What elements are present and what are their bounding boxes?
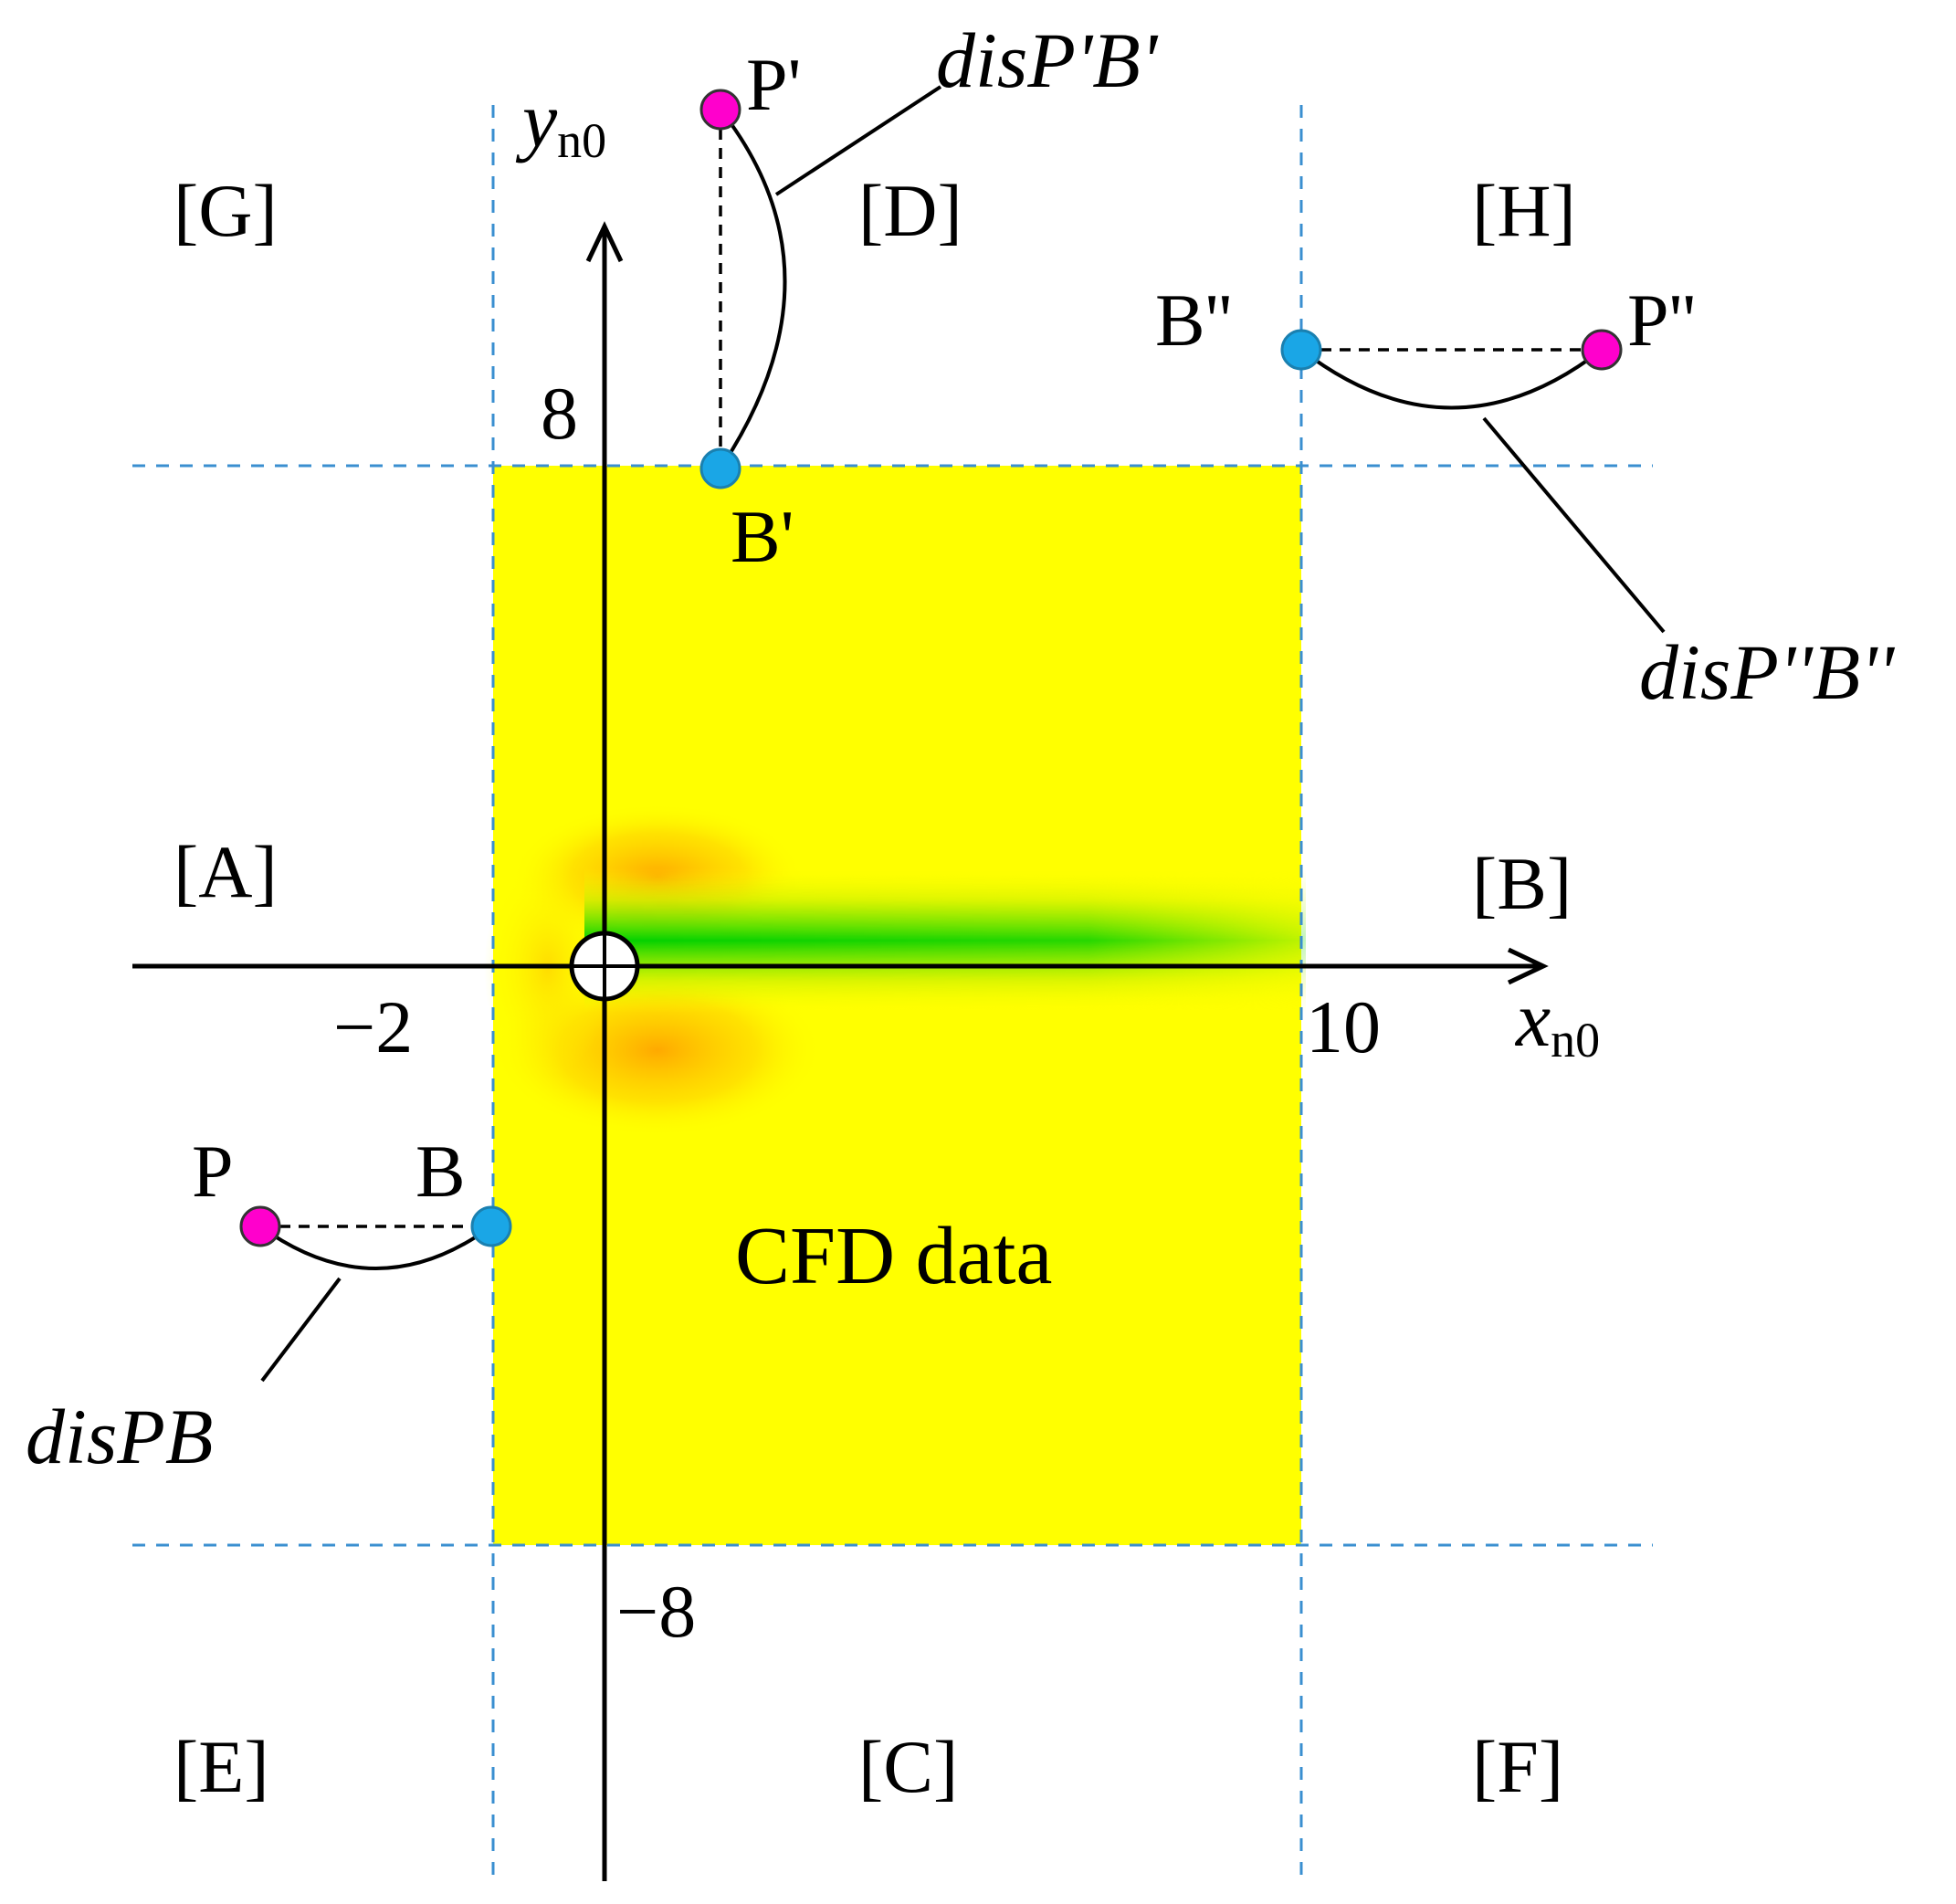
distance-arc-P1B1 <box>719 108 787 470</box>
distance-label-P2B2: disP''B'' <box>1639 628 1896 716</box>
y-axis-label: yn0 <box>515 76 606 168</box>
point-P1 <box>699 89 741 131</box>
region-label-A: [A] <box>174 830 278 913</box>
domain-boundary-lines <box>132 105 1653 1881</box>
region-label-F: [F] <box>1472 1725 1563 1808</box>
point-B2 <box>1280 329 1322 371</box>
region-label-E: [E] <box>174 1725 269 1808</box>
distance-arc-PB <box>258 1225 493 1270</box>
point-B1 <box>699 447 741 489</box>
y-axis-arrow-icon <box>585 221 624 263</box>
pair-P-B: P B disPB <box>26 1130 512 1480</box>
tick-x-min: −2 <box>333 985 413 1068</box>
leader-line-PB <box>260 1277 342 1383</box>
point-P <box>239 1205 281 1247</box>
leader-line-P2B2 <box>1482 416 1666 634</box>
tick-x-max: 10 <box>1306 985 1381 1068</box>
tick-y-max: 8 <box>541 372 578 455</box>
axes <box>132 221 1549 1881</box>
label-B2: B'' <box>1155 279 1232 362</box>
label-B: B <box>415 1130 466 1213</box>
label-P2: P'' <box>1627 279 1696 362</box>
cylinder-icon <box>569 931 640 1002</box>
pair-P1-B1: P' B' disP'B' <box>699 16 1159 578</box>
distance-label-P1B1: disP'B' <box>936 16 1159 104</box>
cfd-data-label: CFD data <box>735 1211 1052 1301</box>
distance-label-PB: disPB <box>26 1393 213 1480</box>
distance-arc-P2B2 <box>1299 348 1604 410</box>
wake-band <box>584 868 1306 1014</box>
label-P: P <box>192 1130 234 1213</box>
x-axis-label: xn0 <box>1514 975 1600 1068</box>
point-B <box>470 1205 512 1247</box>
tick-y-min: −8 <box>616 1570 696 1653</box>
label-B1: B' <box>731 495 794 578</box>
region-label-C: [C] <box>858 1725 958 1808</box>
x-axis-arrow-icon <box>1507 947 1549 985</box>
region-label-H: [H] <box>1472 169 1576 252</box>
leader-line-P1B1 <box>774 85 942 196</box>
region-label-G: [G] <box>174 169 278 252</box>
cfd-field <box>484 466 1306 1545</box>
point-P2 <box>1581 329 1623 371</box>
pair-P2-B2: P'' B'' disP''B'' <box>1155 279 1896 716</box>
region-label-B: [B] <box>1472 842 1572 925</box>
region-label-D: [D] <box>858 169 962 252</box>
label-P1: P' <box>746 43 801 126</box>
